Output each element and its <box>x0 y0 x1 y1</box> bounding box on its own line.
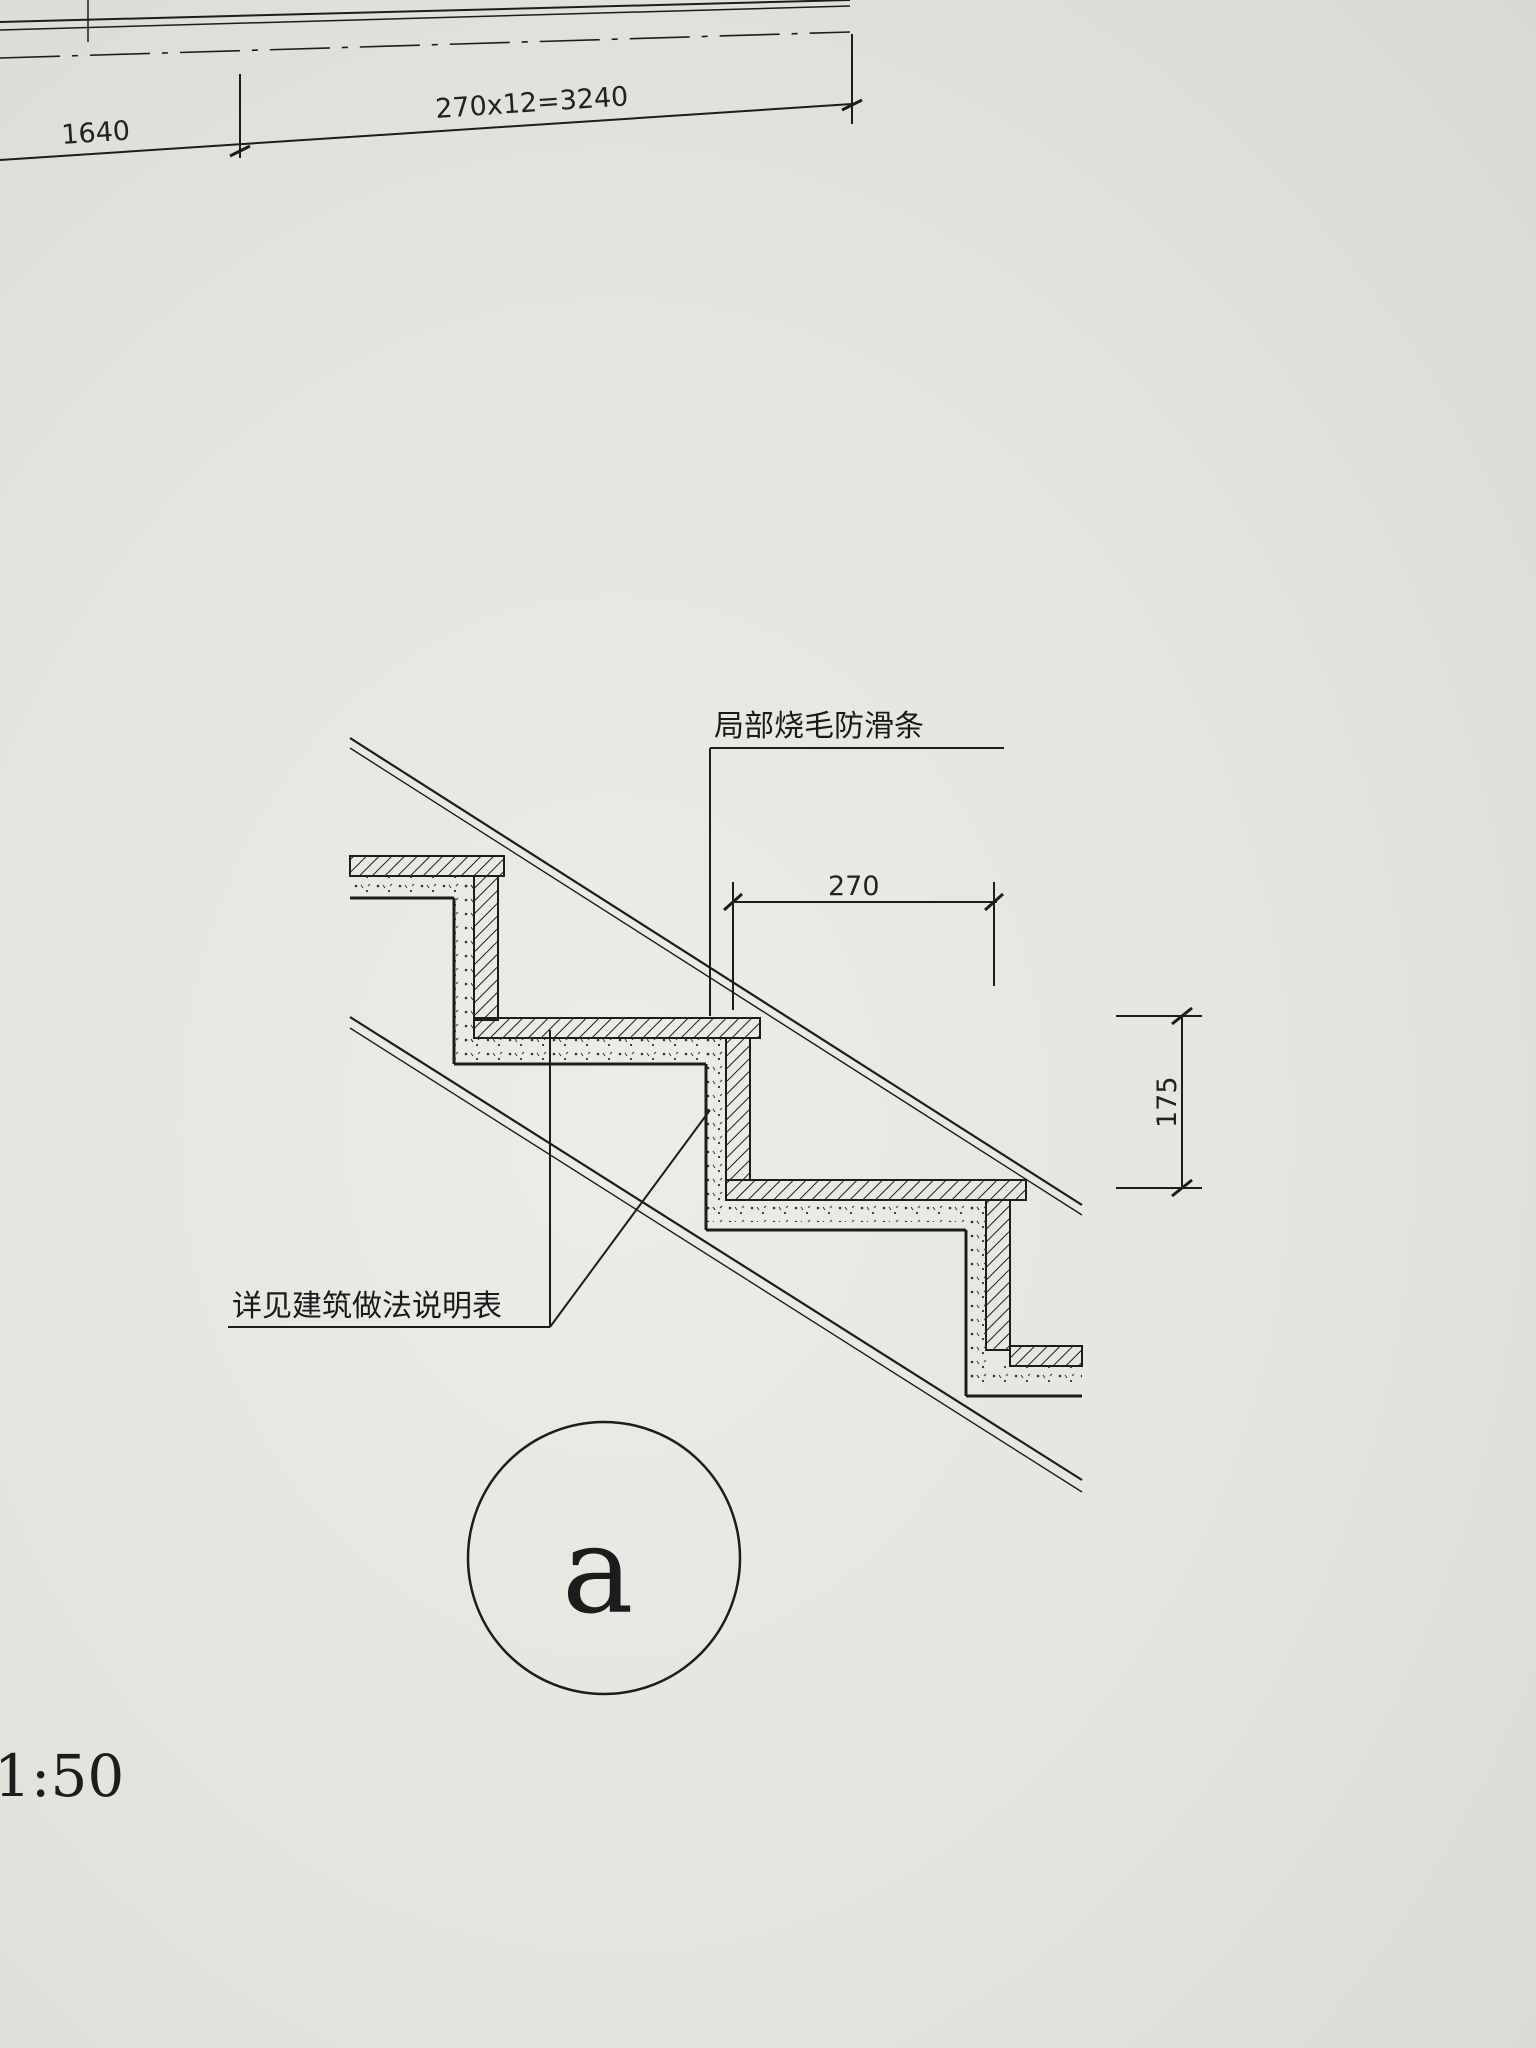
top-dimension-line <box>0 34 863 161</box>
step-lower <box>706 1179 1027 1396</box>
step-middle <box>454 1017 761 1230</box>
detail-marker <box>466 1420 742 1696</box>
dimension-left-segment: 1640 <box>60 115 131 150</box>
top-plan-lines <box>0 0 851 59</box>
tread-dimension-label: 270 <box>828 871 880 902</box>
tread-dimension <box>723 882 1004 1010</box>
anti-slip-label: 局部烧毛防滑条 <box>714 709 924 744</box>
riser-dimension <box>1116 1006 1202 1198</box>
reference-label: 详见建筑做法说明表 <box>232 1289 502 1324</box>
reference-leader <box>228 1030 711 1328</box>
flight-underside-slope-line <box>349 1016 1083 1493</box>
flight-top-slope-line <box>349 737 1083 1216</box>
bottom-landing <box>966 1345 1083 1398</box>
step-upper <box>349 855 505 1064</box>
dimension-right-segment: 270x12=3240 <box>434 81 629 125</box>
detail-marker-letter: a <box>562 1502 634 1641</box>
anti-slip-leader <box>709 747 1004 1016</box>
riser-dimension-label: 175 <box>1152 1076 1183 1128</box>
scale-label: 1:50 <box>0 1742 124 1810</box>
